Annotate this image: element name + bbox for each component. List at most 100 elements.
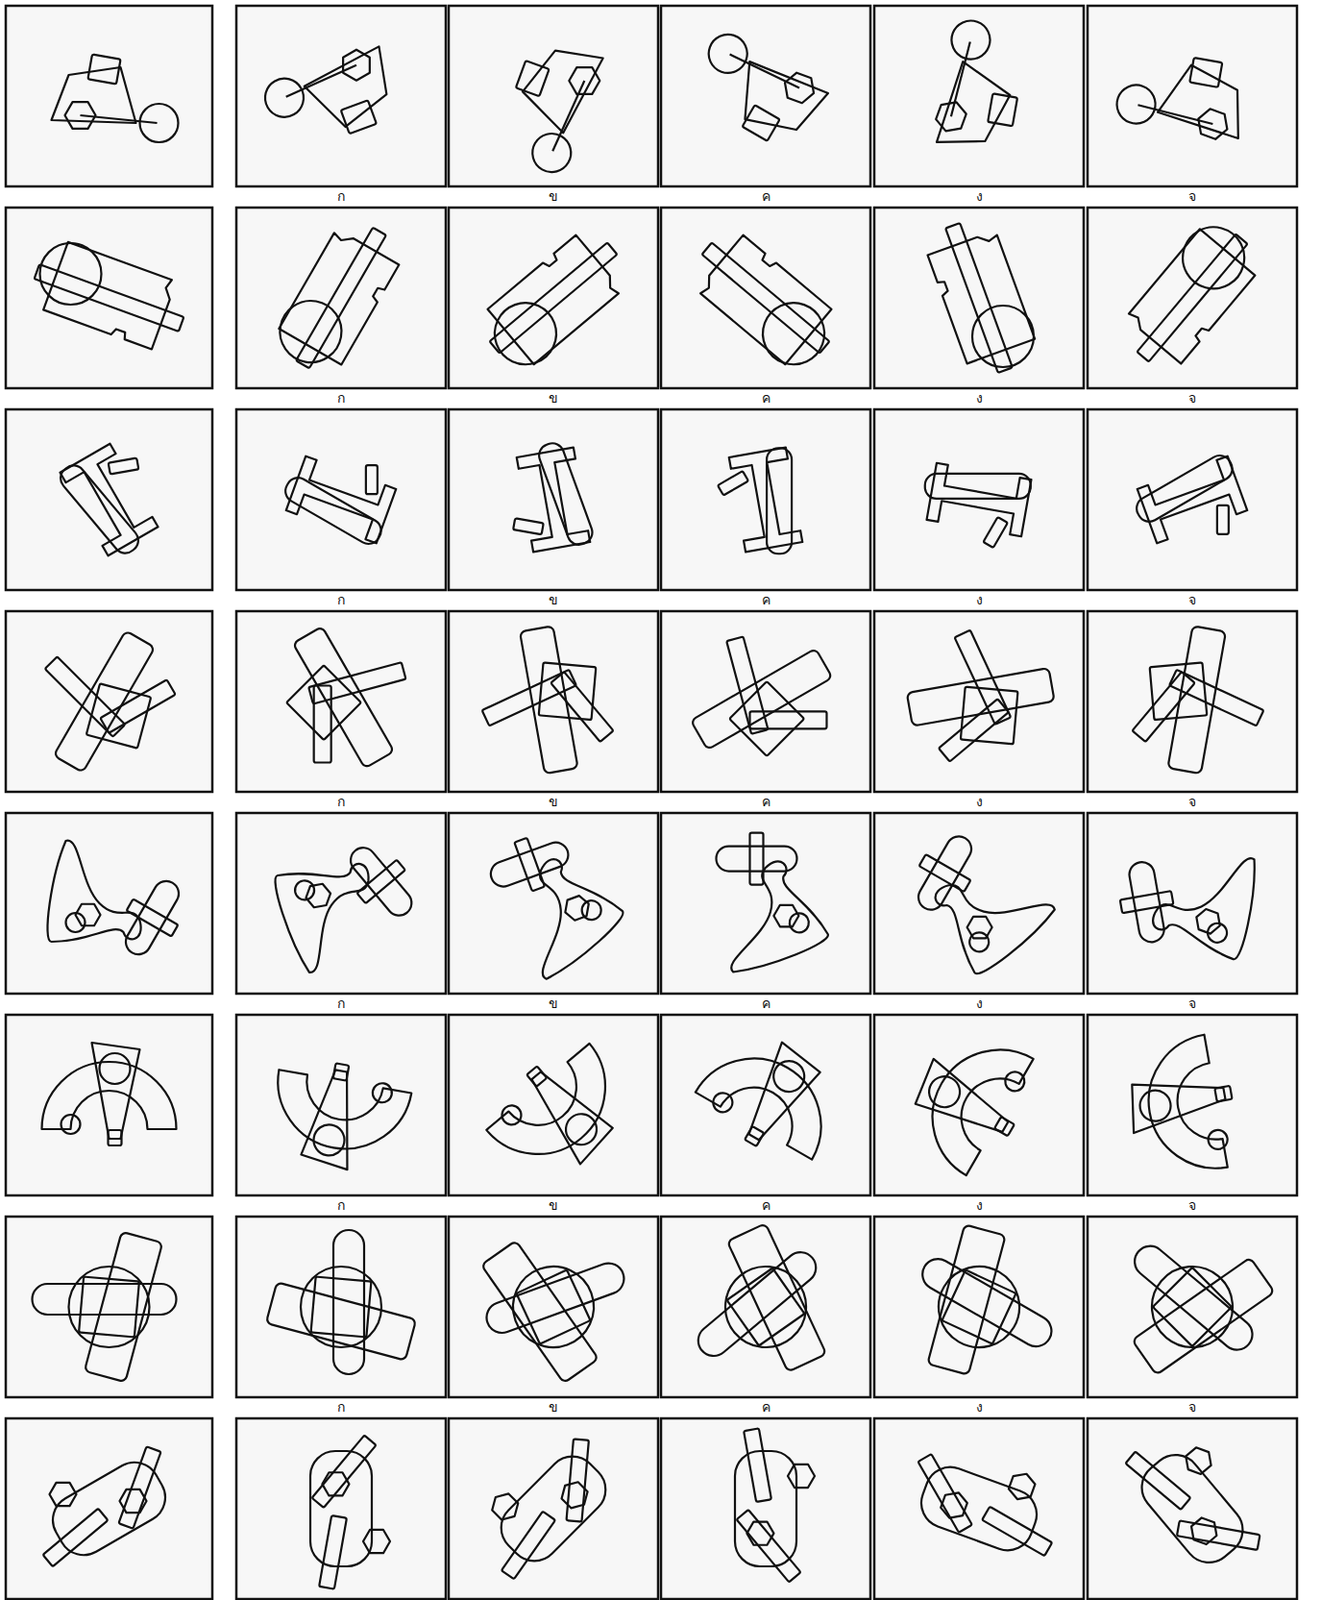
figure — [51, 54, 179, 143]
figure-part — [538, 662, 597, 721]
option-letter: ค — [761, 1398, 771, 1415]
figure-part — [489, 1492, 521, 1522]
figure — [264, 1052, 415, 1178]
figure-part — [783, 1458, 818, 1493]
figure-part — [286, 58, 357, 104]
figure — [464, 1209, 651, 1400]
figure-part — [695, 1033, 846, 1160]
figure — [55, 443, 158, 559]
figure-part — [703, 28, 753, 78]
figure-part — [1125, 1068, 1228, 1133]
figure-part — [1137, 1087, 1174, 1124]
figure-part — [1184, 1444, 1213, 1476]
figure-part — [913, 831, 977, 915]
option-letter: จ — [1188, 793, 1197, 809]
figure-part — [267, 1069, 412, 1159]
option-letter: ง — [976, 995, 983, 1011]
figure-part — [45, 656, 125, 736]
figure-part — [1206, 1127, 1229, 1150]
figure — [34, 242, 185, 350]
figure-part — [120, 1489, 147, 1513]
figure-part — [108, 457, 140, 474]
figure — [475, 1030, 645, 1197]
figure — [1111, 33, 1261, 160]
figure-part — [501, 1511, 556, 1580]
option-letter: ข — [548, 1197, 559, 1213]
figure — [32, 1231, 177, 1382]
figure-part — [515, 60, 550, 97]
figure-part — [927, 1223, 1005, 1374]
figure-part — [53, 630, 155, 772]
figure-frame — [660, 5, 871, 187]
figure-part — [536, 440, 596, 548]
option-letter: ก — [337, 390, 345, 406]
figure-part — [729, 681, 805, 757]
figure-part — [754, 293, 833, 373]
figure-part — [1126, 859, 1166, 944]
figure — [1119, 1031, 1245, 1182]
figure — [1103, 818, 1273, 977]
figure-frame — [5, 1014, 213, 1196]
option-letter: ก — [337, 793, 345, 809]
figure-frame — [236, 409, 446, 590]
figure-frame — [1087, 1418, 1297, 1599]
figure-part — [293, 879, 316, 902]
option-letter: ค — [761, 1197, 771, 1213]
figure-part — [86, 683, 151, 748]
figure-part — [43, 242, 176, 350]
figure-part — [299, 1066, 365, 1170]
figure-part — [312, 1435, 377, 1508]
option-letter: ข — [548, 1398, 559, 1415]
figure-part — [266, 1281, 416, 1360]
figure-part — [304, 44, 406, 135]
figure — [1099, 212, 1283, 380]
figure-frame — [660, 1216, 871, 1397]
figure-frame — [874, 1216, 1084, 1397]
figure-part — [946, 15, 996, 65]
figure-part — [486, 293, 565, 373]
figure-part — [518, 1059, 618, 1165]
figure-part — [497, 1100, 525, 1128]
figure-part — [34, 264, 185, 332]
figure-part — [945, 222, 1013, 373]
figure-part — [906, 667, 1055, 727]
figure-part — [564, 60, 604, 101]
figure-frame — [5, 207, 213, 389]
figure-frame — [874, 1014, 1084, 1196]
figure-part — [717, 470, 749, 495]
figure-part — [1128, 1239, 1259, 1356]
figure — [1105, 612, 1277, 791]
option-letter: จ — [1188, 995, 1197, 1011]
figure-part — [1135, 1249, 1249, 1364]
figure — [686, 1017, 856, 1175]
option-letter: ง — [976, 1398, 983, 1415]
figure-part — [47, 840, 141, 942]
figure-part — [274, 295, 346, 367]
figure-part — [938, 1491, 970, 1519]
figure-part — [482, 1258, 629, 1337]
figure-part — [1120, 890, 1175, 913]
figure-part — [489, 853, 626, 991]
figure-part — [281, 473, 386, 549]
figure — [889, 616, 1068, 788]
figure-part — [1167, 625, 1226, 774]
figure-part — [744, 1125, 764, 1147]
figure — [482, 24, 622, 179]
figure — [258, 26, 413, 167]
figure-part — [126, 898, 179, 936]
figure-part — [513, 837, 545, 892]
figure-part — [87, 54, 121, 85]
figure-part — [118, 1445, 161, 1528]
figure-part — [84, 1231, 163, 1382]
option-letter: จ — [1188, 188, 1197, 204]
option-letter: ค — [761, 390, 771, 406]
figure-part — [545, 80, 591, 151]
figure-frame — [1087, 812, 1297, 994]
figure-part — [966, 929, 993, 955]
option-letter: ก — [337, 1197, 345, 1213]
figure-part — [767, 1054, 810, 1098]
figure-part — [61, 1114, 81, 1134]
option-letter: ก — [337, 591, 345, 608]
figure — [674, 810, 845, 988]
figure-part — [345, 842, 417, 921]
